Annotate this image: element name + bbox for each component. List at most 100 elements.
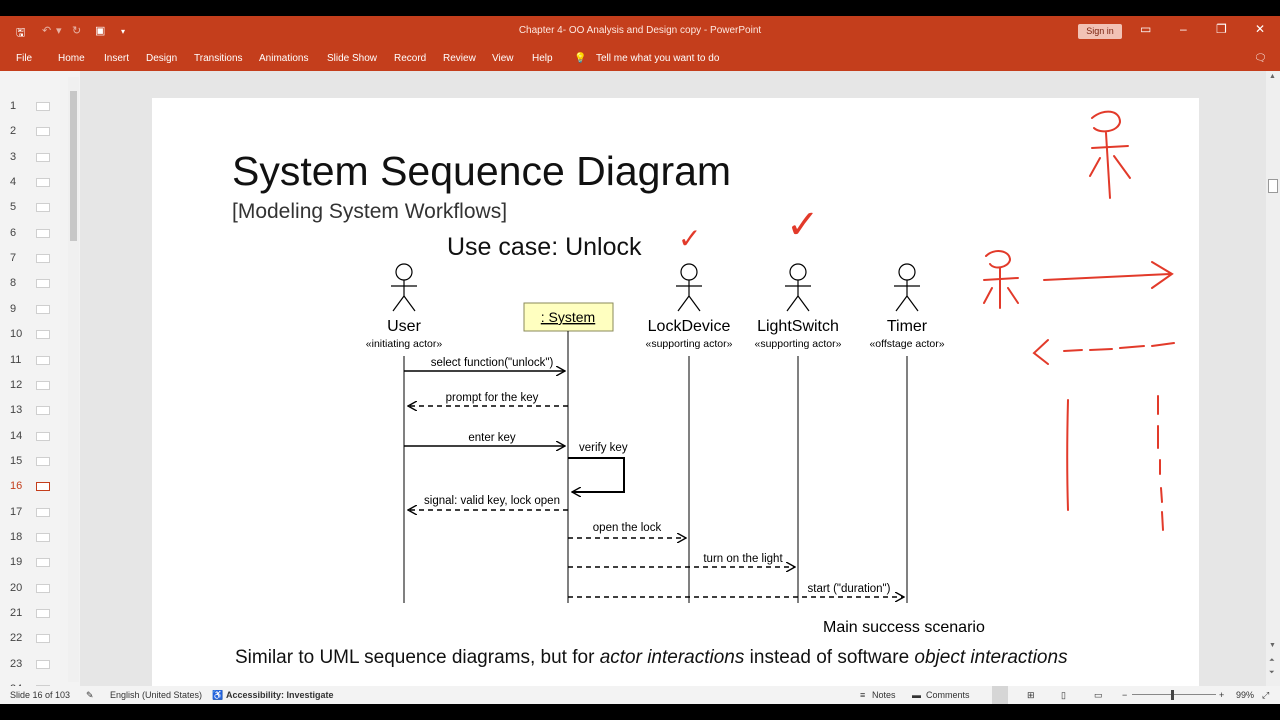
notes-icon: ≡ <box>860 690 866 700</box>
zoom-level[interactable]: 99% <box>1236 690 1255 700</box>
slide-canvas[interactable]: System Sequence Diagram [Modeling System… <box>152 98 1199 686</box>
zoom-in-icon[interactable]: + <box>1219 690 1225 700</box>
slide-thumbnail[interactable]: 11 <box>0 349 66 371</box>
comments-button[interactable]: Comments <box>926 690 970 700</box>
slide-thumbnail[interactable]: 13 <box>0 399 66 421</box>
scroll-up-icon[interactable]: ▲ <box>1269 73 1276 80</box>
tab-design[interactable]: Design <box>146 53 178 64</box>
scroll-handle[interactable] <box>1268 179 1278 193</box>
spelling-icon[interactable]: ✎ <box>86 690 94 700</box>
slide-thumbnail-preview[interactable] <box>36 482 50 492</box>
redo-icon[interactable]: ↻ <box>72 25 82 37</box>
save-icon[interactable]: 🖫 <box>16 27 26 39</box>
slide-thumbnail-preview[interactable] <box>36 330 50 340</box>
zoom-slider[interactable] <box>1132 694 1216 695</box>
slide-thumbnail-preview[interactable] <box>36 609 50 618</box>
slide-thumbnail[interactable]: 9 <box>0 298 66 320</box>
slide-thumbnail-preview[interactable] <box>36 634 50 644</box>
slide-sorter-icon[interactable]: ⊞ <box>1027 690 1035 700</box>
tab-help[interactable]: Help <box>532 53 553 64</box>
slide-thumbnail-preview[interactable] <box>36 102 50 111</box>
slide-thumbnail[interactable]: 1 <box>0 95 66 117</box>
slide-thumbnail-preview[interactable] <box>36 152 50 162</box>
slide-thumbnail[interactable]: 23 <box>0 653 66 675</box>
tab-slide-show[interactable]: Slide Show <box>327 53 378 64</box>
comments-icon[interactable]: 🗨 <box>1254 53 1267 64</box>
slide-thumbnail-preview[interactable] <box>36 279 50 289</box>
tab-home[interactable]: Home <box>58 53 85 64</box>
slide-thumbnail[interactable]: 7 <box>0 247 66 269</box>
slide-thumbnail-preview[interactable] <box>36 203 50 213</box>
tab-insert[interactable]: Insert <box>104 53 130 64</box>
slide-thumbnail-preview[interactable] <box>36 355 50 365</box>
slide-thumbnail-preview[interactable] <box>36 507 50 517</box>
minimize-icon[interactable]: – <box>1180 22 1187 36</box>
restore-icon[interactable]: ❐ <box>1216 22 1227 36</box>
thumbnail-scrollbar[interactable] <box>68 77 79 682</box>
slide-thumbnail[interactable]: 21 <box>0 602 66 624</box>
slide-thumbnail-preview[interactable] <box>36 380 50 390</box>
slide-thumbnail[interactable]: 6 <box>0 222 66 244</box>
next-slide-icon[interactable]: ⏷ <box>1269 669 1275 676</box>
slideshow-icon[interactable]: ▭ <box>1094 690 1103 700</box>
slide-thumbnail-preview[interactable] <box>36 583 50 593</box>
sign-in-button[interactable]: Sign in <box>1078 24 1122 39</box>
normal-view-icon[interactable] <box>992 686 1008 704</box>
language-indicator[interactable]: English (United States) <box>110 690 203 700</box>
tab-record[interactable]: Record <box>394 53 427 64</box>
slide-thumbnail[interactable]: 18 <box>0 526 66 548</box>
slide-thumbnail-preview[interactable] <box>36 228 50 238</box>
slide-thumbnail-preview[interactable] <box>36 406 50 416</box>
slide-thumbnail[interactable]: 14 <box>0 425 66 447</box>
slide-thumbnail[interactable]: 8 <box>0 272 66 294</box>
slide-thumbnail[interactable]: 3 <box>0 146 66 168</box>
slide-thumbnail[interactable]: 12 <box>0 374 66 396</box>
undo-dropdown-icon[interactable]: ▾ <box>56 25 62 37</box>
slide-thumbnail[interactable]: 16 <box>0 475 66 497</box>
undo-icon[interactable]: ↶ <box>42 25 52 37</box>
slide-thumbnail[interactable]: 19 <box>0 551 66 573</box>
slide-thumbnail-number: 1 <box>10 100 17 112</box>
reading-view-icon[interactable]: ▯ <box>1061 690 1066 700</box>
slide-thumbnail-preview[interactable] <box>36 254 50 264</box>
slide-thumbnail-preview[interactable] <box>36 558 50 568</box>
zoom-slider-thumb[interactable] <box>1171 690 1174 700</box>
notes-button[interactable]: Notes <box>872 690 896 700</box>
tab-file[interactable]: File <box>16 53 33 64</box>
tab-view[interactable]: View <box>492 53 514 64</box>
present-icon[interactable]: ▣ <box>95 25 106 37</box>
slide-thumbnail[interactable]: 10 <box>0 323 66 345</box>
slide-thumbnail[interactable]: 4 <box>0 171 66 193</box>
tab-transitions[interactable]: Transitions <box>194 53 243 64</box>
slide-thumbnail[interactable]: 22 <box>0 627 66 649</box>
slide-thumbnail[interactable]: 17 <box>0 501 66 523</box>
slide-thumbnail-preview[interactable] <box>36 431 50 441</box>
accessibility-status[interactable]: Accessibility: Investigate <box>226 690 334 700</box>
accessibility-icon: ♿ <box>212 690 224 700</box>
scroll-down-icon[interactable]: ▼ <box>1269 642 1276 649</box>
slide-thumbnail-preview[interactable] <box>36 659 50 669</box>
slide-thumbnail-preview[interactable] <box>36 304 50 314</box>
tab-animations[interactable]: Animations <box>259 53 309 64</box>
slide-thumbnail[interactable]: 2 <box>0 120 66 142</box>
slide-vertical-scrollbar[interactable]: ▲ ▼ ⏶ ⏷ <box>1266 71 1280 686</box>
thumbnail-scroll-handle[interactable] <box>70 91 77 241</box>
slide-thumbnail[interactable]: 5 <box>0 196 66 218</box>
ribbon-display-icon[interactable]: ▭ <box>1140 22 1152 36</box>
slide-thumbnail-preview[interactable] <box>36 178 50 188</box>
customize-qat-icon[interactable]: ▾ <box>121 27 126 36</box>
tell-me-search[interactable]: Tell me what you want to do <box>596 53 720 64</box>
tab-review[interactable]: Review <box>443 53 476 64</box>
ink-annotations <box>983 110 1175 531</box>
close-icon[interactable]: ✕ <box>1255 22 1266 36</box>
comments-status-icon: ▬ <box>912 690 921 700</box>
slide-thumbnail[interactable]: 20 <box>0 577 66 599</box>
slide-thumbnail[interactable]: 15 <box>0 450 66 472</box>
slide-thumbnail-preview[interactable] <box>36 532 50 542</box>
slide-thumbnail-preview[interactable] <box>36 127 50 137</box>
previous-slide-icon[interactable]: ⏶ <box>1269 657 1275 664</box>
fit-to-window-icon[interactable]: ⤢ <box>1262 690 1270 700</box>
slide-thumbnail-preview[interactable] <box>36 456 50 466</box>
zoom-out-icon[interactable]: − <box>1122 690 1128 700</box>
slide-thumbnail-number: 11 <box>10 353 22 366</box>
